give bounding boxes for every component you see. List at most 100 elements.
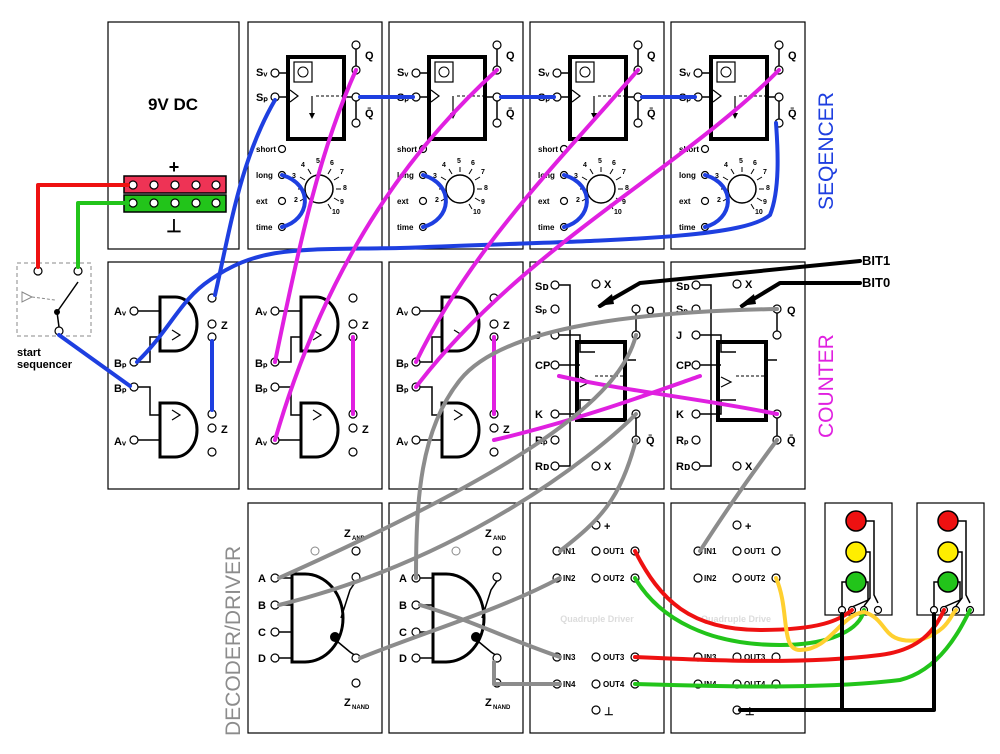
plus-sign: + — [169, 157, 180, 177]
svg-text:8: 8 — [625, 185, 629, 192]
svg-text:J: J — [676, 330, 682, 342]
svg-text:Rᴅ: Rᴅ — [676, 461, 690, 473]
green-light-icon — [845, 571, 867, 593]
svg-text:ext: ext — [256, 197, 268, 206]
svg-text:Aᵥ: Aᵥ — [396, 436, 409, 448]
svg-text:A: A — [399, 573, 407, 585]
svg-text:2: 2 — [576, 197, 580, 204]
red-light-icon — [845, 510, 867, 532]
svg-text:X: X — [604, 279, 612, 291]
svg-text:2: 2 — [294, 197, 298, 204]
driver-title-2: Quadruple Drive — [701, 614, 771, 624]
svg-text:10: 10 — [614, 209, 622, 216]
rail-holes — [128, 180, 221, 208]
svg-text:6: 6 — [612, 160, 616, 167]
svg-text:Sₚ: Sₚ — [535, 304, 547, 316]
svg-text:short: short — [397, 145, 417, 154]
svg-text:10: 10 — [473, 209, 481, 216]
svg-text:IN1: IN1 — [563, 547, 576, 556]
svg-text:Sᵥ: Sᵥ — [538, 67, 550, 79]
svg-text:B: B — [399, 600, 407, 612]
yellow-light-icon — [845, 541, 867, 563]
power-wire-green — [76, 201, 130, 269]
svg-text:CP: CP — [535, 360, 550, 372]
svg-text:3: 3 — [574, 173, 578, 180]
svg-text:A: A — [258, 573, 266, 585]
svg-text:Q: Q — [646, 305, 655, 317]
svg-text:+: + — [604, 521, 610, 533]
svg-text:4: 4 — [301, 162, 305, 169]
yellow-light-icon — [937, 541, 959, 563]
svg-text:10: 10 — [332, 209, 340, 216]
and-gate-pair-3: Aᵥ Bₚ Bₚ Aᵥ Z Z — [396, 293, 510, 459]
green-light-icon — [937, 571, 959, 593]
and-gate-pair-1: Aᵥ Bₚ Bₚ Aᵥ Z Z — [114, 293, 228, 459]
svg-text:Z: Z — [485, 697, 492, 709]
svg-text:time: time — [256, 223, 273, 232]
svg-text:Z: Z — [503, 320, 510, 332]
svg-text:OUT3: OUT3 — [744, 653, 766, 662]
svg-text:time: time — [679, 223, 696, 232]
svg-text:time: time — [538, 223, 555, 232]
svg-text:X: X — [745, 461, 753, 473]
svg-text:K: K — [535, 409, 543, 421]
svg-text:long: long — [679, 171, 696, 180]
svg-text:5: 5 — [457, 158, 461, 165]
svg-text:10: 10 — [755, 209, 763, 216]
black-wires — [597, 259, 936, 712]
svg-text:4: 4 — [442, 162, 446, 169]
svg-text:Bₚ: Bₚ — [114, 358, 127, 370]
svg-text:Q̄: Q̄ — [646, 435, 655, 447]
svg-text:OUT1: OUT1 — [603, 547, 625, 556]
svg-text:long: long — [397, 171, 414, 180]
svg-text:OUT2: OUT2 — [603, 574, 625, 583]
svg-text:Aᵥ: Aᵥ — [255, 306, 268, 318]
svg-text:X: X — [604, 461, 612, 473]
svg-text:9: 9 — [622, 199, 626, 206]
svg-text:Rₚ: Rₚ — [676, 435, 689, 447]
svg-text:IN2: IN2 — [704, 574, 717, 583]
sequencer-module-4: Sᵥ Sₚ Q Q̄ short long ext time 2 3 4 5 — [679, 40, 797, 232]
svg-text:Z: Z — [485, 528, 492, 540]
svg-text:Sᵥ: Sᵥ — [256, 67, 268, 79]
switch-label-2: sequencer — [17, 359, 73, 371]
svg-text:C: C — [399, 627, 407, 639]
section-sequencer: SEQENCER — [815, 92, 838, 210]
svg-text:Bₚ: Bₚ — [255, 358, 268, 370]
svg-text:Bₚ: Bₚ — [114, 383, 127, 395]
switch-box — [16, 262, 92, 337]
decoder-module: Z AND A B C D Z NAND — [258, 528, 370, 711]
switch-button-icon[interactable] — [21, 291, 34, 303]
svg-text:Bₚ: Bₚ — [396, 358, 409, 370]
svg-text:OUT2: OUT2 — [744, 574, 766, 583]
svg-text:X: X — [745, 279, 753, 291]
minus-sign: ⊥ — [166, 216, 182, 236]
svg-text:6: 6 — [471, 160, 475, 167]
power-label: 9V DC — [148, 95, 198, 114]
svg-text:Sᵥ: Sᵥ — [679, 67, 691, 79]
svg-text:ext: ext — [397, 197, 409, 206]
svg-text:3: 3 — [292, 173, 296, 180]
svg-text:Q: Q — [365, 50, 374, 62]
svg-text:5: 5 — [598, 158, 602, 165]
svg-text:9: 9 — [481, 199, 485, 206]
svg-text:short: short — [256, 145, 276, 154]
svg-text:Q: Q — [787, 305, 796, 317]
svg-text:K: K — [676, 409, 684, 421]
svg-text:Z: Z — [503, 424, 510, 436]
red-light-icon — [937, 510, 959, 532]
bit1-label: BIT1 — [862, 253, 890, 268]
svg-text:5: 5 — [316, 158, 320, 165]
bit0-label: BIT0 — [862, 275, 890, 290]
svg-text:Q̄: Q̄ — [647, 108, 656, 120]
svg-text:ext: ext — [538, 197, 550, 206]
power-wire-red — [36, 183, 130, 269]
svg-text:6: 6 — [753, 160, 757, 167]
svg-text:AND: AND — [493, 536, 507, 542]
svg-text:Aᵥ: Aᵥ — [114, 306, 127, 318]
svg-text:ext: ext — [679, 197, 691, 206]
svg-text:B: B — [258, 600, 266, 612]
svg-text:5: 5 — [739, 158, 743, 165]
svg-text:Sᴅ: Sᴅ — [676, 281, 690, 293]
